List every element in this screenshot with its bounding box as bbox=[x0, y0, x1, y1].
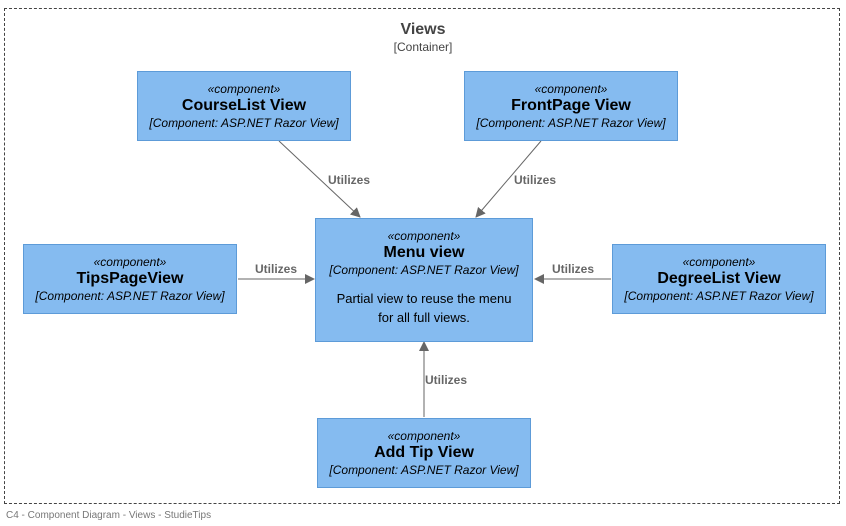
component-stereotype: «component» bbox=[387, 429, 461, 443]
arrow-frontpage-to-menu bbox=[475, 140, 542, 218]
component-stereotype: «component» bbox=[534, 82, 608, 96]
component-menu-view[interactable]: «component» Menu view [Component: ASP.NE… bbox=[315, 218, 533, 342]
label-frontpage-menu: Utilizes bbox=[514, 173, 557, 187]
component-name: CourseList View bbox=[181, 97, 307, 114]
component-addtip-view[interactable]: «component» Add Tip View [Component: ASP… bbox=[317, 418, 531, 488]
label-degreelist-menu: Utilizes bbox=[552, 262, 595, 276]
component-technology: [Component: ASP.NET Razor View] bbox=[624, 289, 814, 303]
component-name: Add Tip View bbox=[374, 444, 474, 461]
container-type: [Container] bbox=[393, 40, 453, 54]
component-tipspage-view[interactable]: «component» TipsPageView [Component: ASP… bbox=[23, 244, 237, 314]
diagram-footer: C4 - Component Diagram - Views - StudieT… bbox=[6, 510, 212, 521]
component-courselist-view[interactable]: «component» CourseList View [Component: … bbox=[137, 71, 351, 141]
component-degreelist-view[interactable]: «component» DegreeList View [Component: … bbox=[612, 244, 826, 314]
component-technology: [Component: ASP.NET Razor View] bbox=[35, 289, 225, 303]
component-technology: [Component: ASP.NET Razor View] bbox=[476, 116, 666, 130]
label-tipspage-menu: Utilizes bbox=[255, 262, 298, 276]
component-name: FrontPage View bbox=[511, 97, 631, 114]
component-stereotype: «component» bbox=[387, 229, 461, 243]
views-container-boundary bbox=[4, 8, 840, 504]
component-description: Partial view to reuse the menu for all f… bbox=[336, 291, 512, 325]
component-name: Menu view bbox=[383, 244, 465, 261]
label-addtip-menu: Utilizes bbox=[425, 373, 468, 387]
component-technology: [Component: ASP.NET Razor View] bbox=[329, 263, 519, 277]
component-technology: [Component: ASP.NET Razor View] bbox=[329, 463, 519, 477]
component-name: TipsPageView bbox=[76, 270, 184, 287]
component-technology: [Component: ASP.NET Razor View] bbox=[149, 116, 339, 130]
component-stereotype: «component» bbox=[682, 255, 756, 269]
component-stereotype: «component» bbox=[207, 82, 281, 96]
component-stereotype: «component» bbox=[93, 255, 167, 269]
arrow-courselist-to-menu bbox=[278, 140, 361, 218]
container-title: Views bbox=[400, 21, 446, 38]
component-frontpage-view[interactable]: «component» FrontPage View [Component: A… bbox=[464, 71, 678, 141]
label-courselist-menu: Utilizes bbox=[328, 173, 371, 187]
component-name: DegreeList View bbox=[657, 270, 781, 287]
